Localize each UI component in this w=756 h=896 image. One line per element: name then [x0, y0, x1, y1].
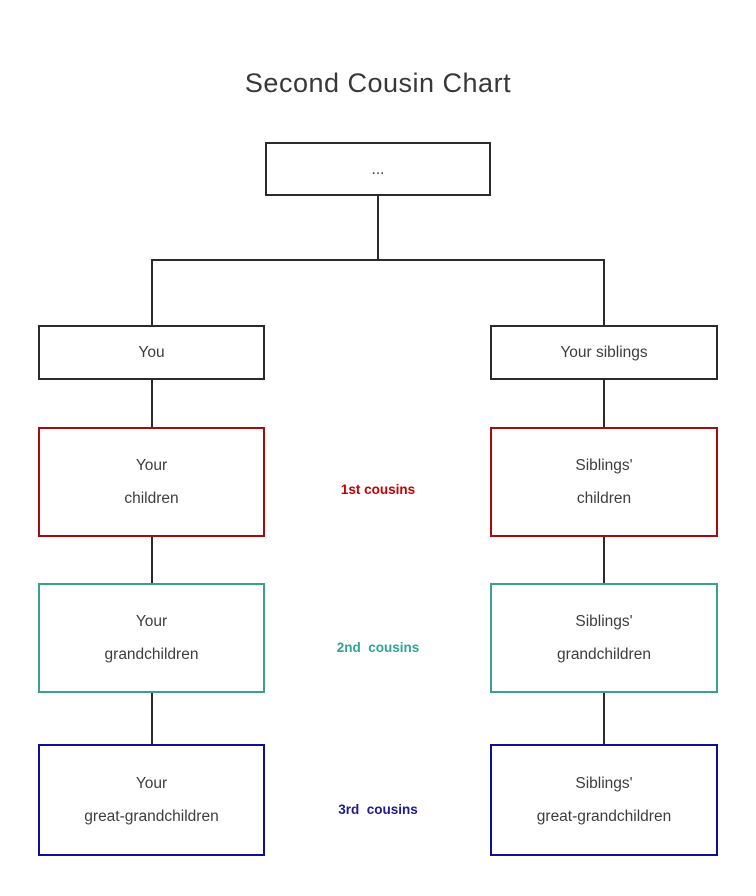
connector-horizontal-bar — [151, 259, 605, 261]
connector-down-to-you — [151, 260, 153, 325]
node-your-children-line2: children — [124, 490, 179, 507]
label-3rd-cousins: 3rd cousins — [338, 802, 418, 817]
connector-down-to-siblings — [603, 260, 605, 325]
connector-sibgrandchildren-greatgrandchildren — [603, 693, 605, 744]
node-siblings-children-line1: Siblings' — [575, 457, 633, 474]
node-your-children-line1: Your — [135, 457, 168, 474]
node-your-siblings: Your siblings — [490, 325, 718, 380]
connector-sibchildren-grandchildren — [603, 537, 605, 583]
node-siblings-great-grandchildren-line1: Siblings' — [575, 775, 633, 792]
node-ancestors-label: ... — [371, 160, 385, 178]
node-siblings-great-grandchildren: Siblings' great-grandchildren — [490, 744, 718, 856]
node-siblings-grandchildren: Siblings' grandchildren — [490, 583, 718, 693]
label-1st-cousins: 1st cousins — [340, 482, 416, 497]
chart-title: Second Cousin Chart — [244, 68, 512, 98]
node-siblings-children: Siblings' children — [490, 427, 718, 537]
connector-you-children — [151, 380, 153, 427]
connector-children-grandchildren — [151, 537, 153, 583]
node-your-grandchildren: Your grandchildren — [38, 583, 265, 693]
node-your-great-grandchildren: Your great-grandchildren — [38, 744, 265, 856]
node-ancestors: ... — [265, 142, 491, 196]
node-you: You — [38, 325, 265, 380]
node-siblings-grandchildren-line2: grandchildren — [557, 646, 651, 663]
node-your-great-grandchildren-line2: great-grandchildren — [84, 808, 219, 825]
connector-grandchildren-greatgrandchildren — [151, 693, 153, 744]
label-2nd-cousins: 2nd cousins — [336, 640, 420, 655]
node-siblings-grandchildren-line1: Siblings' — [575, 613, 633, 630]
node-siblings-children-line2: children — [576, 490, 632, 507]
node-your-grandchildren-line1: Your — [135, 613, 168, 630]
node-you-label: You — [138, 344, 165, 361]
connector-root-down — [377, 196, 379, 260]
node-your-siblings-label: Your siblings — [560, 344, 648, 361]
node-your-grandchildren-line2: grandchildren — [104, 646, 199, 663]
node-siblings-great-grandchildren-line2: great-grandchildren — [536, 808, 672, 825]
node-your-children: Your children — [38, 427, 265, 537]
node-your-great-grandchildren-line1: Your — [135, 775, 168, 792]
connector-siblings-children — [603, 380, 605, 427]
